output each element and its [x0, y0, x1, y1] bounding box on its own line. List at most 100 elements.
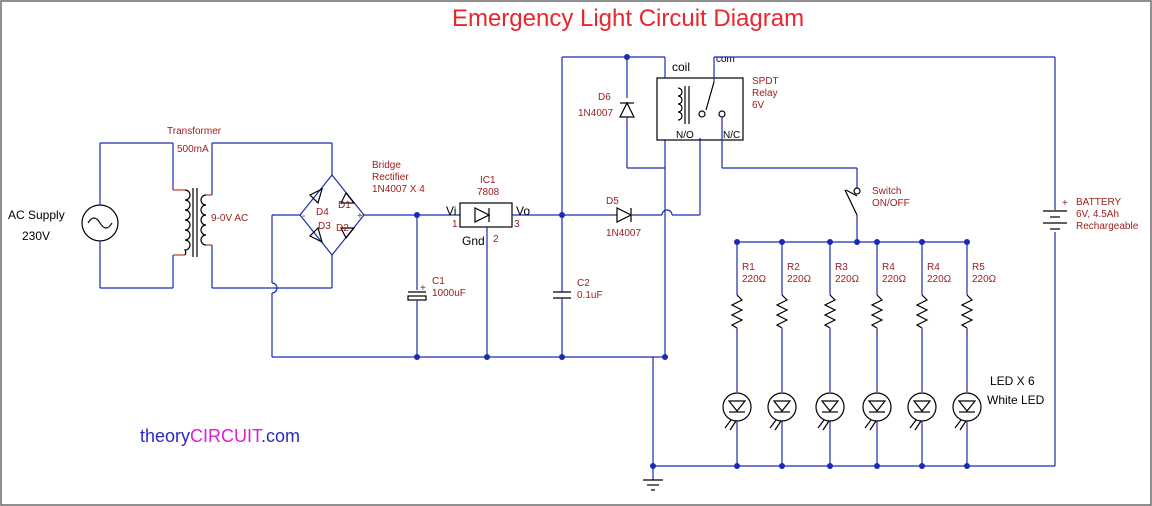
- junction-dot: [827, 239, 833, 245]
- bridge-label-3: 1N4007 X 4: [372, 184, 425, 195]
- resistor-value: 220Ω: [835, 274, 860, 285]
- battery: [1043, 210, 1067, 230]
- resistor-name: R2: [787, 262, 800, 273]
- relay-label-3: 6V: [752, 100, 765, 111]
- page-title: Emergency Light Circuit Diagram: [452, 5, 804, 32]
- resistor: [730, 294, 744, 329]
- resistor-name: R5: [972, 262, 985, 273]
- capacitor-c1: +: [407, 215, 427, 357]
- relay-no: N/O: [676, 130, 694, 141]
- ground-symbol: [643, 479, 663, 491]
- diode-d1-label: D1: [338, 200, 351, 211]
- battery-label-1: BATTERY: [1076, 197, 1122, 208]
- junction-dot: [919, 239, 925, 245]
- junction-dot: [919, 463, 925, 469]
- c2-value: 0.1uF: [577, 290, 603, 301]
- diode-d5: [616, 207, 633, 223]
- d5-label: D5: [606, 196, 619, 207]
- junction-dot: [779, 463, 785, 469]
- resistor-value: 220Ω: [742, 274, 767, 285]
- brand-part-3: .com: [261, 426, 300, 446]
- c1-label: C1: [432, 276, 445, 287]
- ic1-label: IC1: [480, 175, 496, 186]
- ic1-pin3: 3: [514, 219, 520, 230]
- led-count-label: LED X 6: [990, 374, 1035, 388]
- switch-label-1: Switch: [872, 186, 901, 197]
- ic1-pin1: 1: [452, 219, 458, 230]
- relay-label-1: SPDT: [752, 76, 779, 87]
- switch: [844, 187, 861, 242]
- resistor: [870, 294, 884, 329]
- ac-supply-voltage: 230V: [22, 229, 50, 243]
- capacitor-c2: [553, 215, 571, 357]
- resistor-name: R4: [927, 262, 940, 273]
- junction-dot: [964, 239, 970, 245]
- resistor-value: 220Ω: [972, 274, 997, 285]
- ac-source: [81, 142, 173, 289]
- switch-label-2: ON/OFF: [872, 198, 910, 209]
- d5-part: 1N4007: [606, 228, 641, 239]
- c2-label: C2: [577, 278, 590, 289]
- battery-label-2: 6V, 4.5Ah: [1076, 209, 1119, 220]
- relay-coil: coil: [672, 60, 690, 74]
- ic1-part: 7808: [477, 187, 500, 198]
- bridge-label-1: Bridge: [372, 160, 401, 171]
- ic1-pin2: 2: [493, 234, 499, 245]
- transformer: [172, 143, 213, 288]
- svg-text:+: +: [420, 283, 426, 294]
- brand-part-2: CIRCUIT: [190, 426, 263, 446]
- brand-part-1: theory: [140, 426, 190, 446]
- bridge-minus: -: [302, 211, 305, 222]
- diode-d2-label: D2: [336, 223, 349, 234]
- junction-dot: [964, 463, 970, 469]
- d6-part: 1N4007: [578, 108, 613, 119]
- bridge-rectifier: [299, 174, 365, 256]
- battery-label-3: Rechargeable: [1076, 221, 1139, 232]
- resistor-name: R4: [882, 262, 895, 273]
- resistor: [915, 294, 929, 329]
- diode-d4-label: D4: [316, 207, 329, 218]
- junction-dots: [414, 54, 860, 469]
- ic1-vo: Vo: [516, 204, 530, 218]
- diode-d3-label: D3: [318, 221, 331, 232]
- junction-dot: [734, 239, 740, 245]
- resistor: [960, 294, 974, 329]
- c1-value: 1000uF: [432, 288, 466, 299]
- d6-label: D6: [598, 92, 611, 103]
- regulator-ic1: [459, 202, 560, 357]
- junction-dot: [874, 463, 880, 469]
- ac-supply-label: AC Supply: [8, 208, 65, 222]
- resistor-name: R3: [835, 262, 848, 273]
- brand-logo: theoryCIRCUIT.com: [140, 426, 300, 446]
- resistor-name: R1: [742, 262, 755, 273]
- resistor-value: 220Ω: [882, 274, 907, 285]
- battery-plus: +: [1062, 198, 1068, 209]
- ic1-gnd: Gnd: [462, 234, 485, 248]
- junction-dot: [734, 463, 740, 469]
- bridge-label-2: Rectifier: [372, 172, 409, 183]
- relay: [656, 57, 744, 168]
- led-type-label: White LED: [987, 393, 1045, 407]
- relay-com: com: [716, 54, 735, 65]
- transformer-output: 9-0V AC: [211, 213, 248, 224]
- ic1-vi: Vi: [446, 204, 456, 218]
- bridge-plus: +: [357, 211, 363, 222]
- relay-nc: N/C: [723, 130, 740, 141]
- resistor: [823, 294, 837, 329]
- diode-d6: [619, 101, 635, 118]
- junction-dot: [874, 239, 880, 245]
- transformer-label: Transformer: [167, 126, 222, 137]
- transformer-rating: 500mA: [177, 144, 209, 155]
- resistor-value: 220Ω: [787, 274, 812, 285]
- relay-label-2: Relay: [752, 88, 778, 99]
- resistor: [775, 294, 789, 329]
